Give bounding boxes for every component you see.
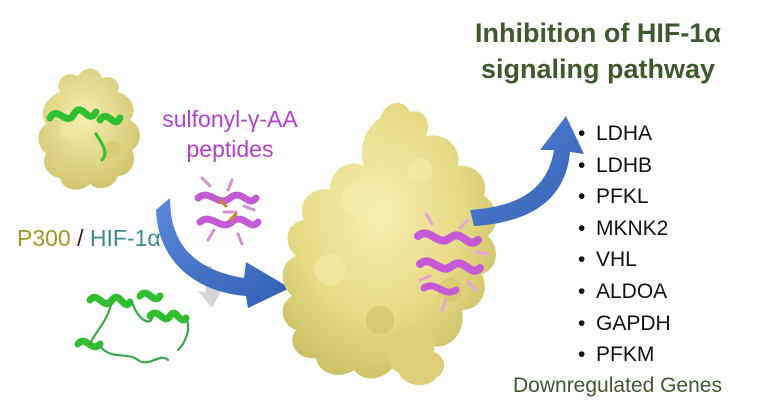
gene-list: • LDHA • LDHB • PFKL • MKNK2 • VHL • ALDOA • GA… <box>578 118 671 371</box>
hif-unfolded-image <box>74 289 190 364</box>
gene-item: • PFKL <box>578 181 671 213</box>
gene-item: • LDHB <box>578 150 671 182</box>
bullet-icon: • <box>578 153 586 177</box>
hif-label: HIF-1α <box>89 225 161 251</box>
gene-name: ALDOA <box>596 279 668 303</box>
gene-item: • MKNK2 <box>578 213 671 245</box>
gene-item: • ALDOA <box>578 276 671 308</box>
downregulated-genes-label: Downregulated Genes <box>513 374 722 397</box>
gene-name: PFKM <box>596 343 655 367</box>
bullet-icon: • <box>578 122 586 145</box>
label-separator: / <box>70 225 90 251</box>
bullet-icon: • <box>578 216 586 240</box>
peptide-label-line-2: peptides <box>186 136 274 162</box>
title-line-2: signaling pathway <box>480 54 716 84</box>
gene-item: • GAPDH <box>578 308 671 340</box>
gene-item: • LDHA <box>578 118 671 150</box>
gene-name: LDHA <box>596 122 653 145</box>
blue-arrow-binding <box>156 198 290 308</box>
gene-name: PFKL <box>596 185 649 209</box>
bullet-icon: • <box>578 311 586 335</box>
bullet-icon: • <box>578 343 586 367</box>
blue-arrow-inhibition <box>470 116 584 226</box>
peptide-label-line-1: sulfonyl-γ-AA <box>162 106 298 132</box>
bullet-icon: • <box>578 185 586 209</box>
title-line-1: Inhibition of HIF-1α <box>474 18 722 48</box>
p300-label: P300 <box>17 225 71 251</box>
hif-helix-small <box>46 106 124 162</box>
gene-name: GAPDH <box>596 311 671 335</box>
p300-hif-complex-image <box>38 68 141 190</box>
bullet-icon: • <box>578 248 586 272</box>
bullet-icon: • <box>578 279 586 303</box>
p300-peptide-complex-image <box>282 102 497 386</box>
peptide-helix-image <box>194 176 262 246</box>
complex-label: P300 / HIF-1α <box>17 225 161 252</box>
gene-name: VHL <box>596 248 637 272</box>
p300-surface-lobe <box>388 327 445 386</box>
gene-name: LDHB <box>596 153 653 177</box>
gene-item: • VHL <box>578 244 671 276</box>
p300-surface-small <box>38 68 141 190</box>
gene-item: • PFKM <box>578 339 671 371</box>
gene-name: MKNK2 <box>596 216 669 240</box>
bound-peptide-helix <box>414 212 490 312</box>
